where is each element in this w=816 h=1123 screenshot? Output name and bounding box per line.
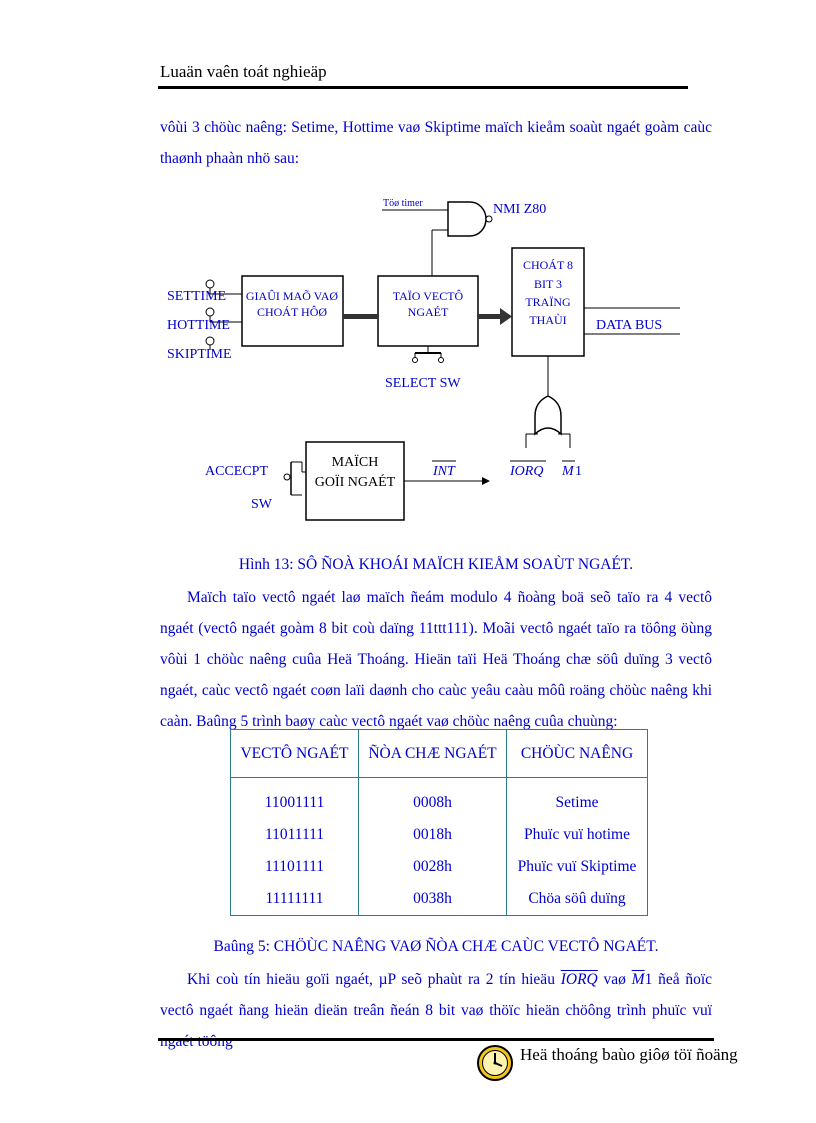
m1-letter: M [561,464,575,479]
footer-rule [158,1038,714,1041]
table-cell: 11011111 [230,819,359,851]
nand-gate [447,201,487,237]
closing-part2: ñeå ñoïc vectô ngaét ñang hieän dieän tr… [160,971,713,1050]
accept-sw-label: SW [251,497,273,512]
table-cell: 0038h [358,883,507,916]
table-cell: 0028h [358,851,507,883]
closing-paragraph: Khi coù tín hieäu goïi ngaét, µP seõ pha… [160,964,712,1057]
latch-line4: THAÙI [529,313,566,327]
footer-title: Heä thoáng baùo giôø töï ñoäng [520,1045,738,1064]
interrupt-call-block [305,441,405,521]
table-header-cell: ÑÒA CHÆ NGAÉT [358,729,507,778]
intro-text: vôùi 3 chöùc naêng: Setime, Hottime vaø … [160,119,712,167]
skiptime-label: SKIPTIME [167,347,232,362]
int-label: INT [432,464,456,479]
header-rule [158,86,688,89]
table-row: 11101111 0028h Phuïc vuï Skiptime [230,851,648,883]
table-row: 11011111 0018h Phuïc vuï hotime [230,819,648,851]
latch-line1: CHOÁT 8 [523,258,573,272]
nmi-label: NMI Z80 [493,202,546,217]
call-block-line1: MAÏCH [332,453,379,470]
table-row: 11111111 0038h Chöa söû duïng [230,883,648,916]
table-row: 11001111 0008h Setime [230,777,648,819]
vector-gen-line2: NGAÉT [408,305,449,319]
closing-vao: vaø [603,971,626,988]
table-cell: Phuïc vuï hotime [506,819,648,851]
vector-gen-line1: TAÏO VECTÔ [393,289,464,303]
vector-generator-block [377,275,479,347]
or-gate [534,395,562,436]
table-cell: 11111111 [230,883,359,916]
table-cell: 11101111 [230,851,359,883]
iorq-label: IORQ [509,464,543,479]
select-sw-label: SELECT SW [385,376,461,391]
decoder-latch-block [241,275,344,347]
page-header-title: Luaän vaên toát nghieäp [160,62,327,81]
table-cell: Setime [506,777,648,819]
m1-digit: 1 [575,464,582,479]
table-cell: 0018h [358,819,507,851]
hottime-label: HOTTIME [167,318,230,333]
table-header-cell: VECTÔ NGAÉT [230,729,359,778]
call-block-line2: GOÏI NGAÉT [315,473,396,490]
decoder-line2: CHOÁT HÔØ [257,305,327,319]
table-caption: Baûng 5: CHÖÙC NAÊNG VAØ ÑÒA CHÆ CAÙC VE… [213,938,659,955]
closing-text: Khi coù tín hieäu goïi ngaét, µP seõ pha… [160,964,712,1057]
vector-to-latch-bus [478,314,500,319]
table-cell: Phuïc vuï Skiptime [506,851,648,883]
interrupt-vector-table: VECTÔ NGAÉT ÑÒA CHÆ NGAÉT CHÖÙC NAÊNG 11… [230,729,648,916]
table-header-row: VECTÔ NGAÉT ÑÒA CHÆ NGAÉT CHÖÙC NAÊNG [230,729,648,778]
clock-icon [477,1045,513,1081]
latch-line2: BIT 3 [534,277,562,291]
table-cell: 0008h [358,777,507,819]
closing-part1: Khi coù tín hieäu goïi ngaét, µP seõ pha… [187,971,555,988]
latch-line3: TRAÏNG [525,295,571,309]
closing-m1-digit: 1 [644,971,653,988]
body-paragraph: Maïch taïo vectô ngaét laø maïch ñeám mo… [160,582,712,737]
closing-iorq: IORQ [560,971,598,988]
table-cell: 11001111 [230,777,359,819]
interrupt-block-diagram: Töø timer NMI Z80 GIAÛI MAÕ VAØ CHOÁT HÔ… [167,198,680,521]
tristate-latch-block [511,247,585,357]
figure-caption: Hình 13: SÔ ÑOÀ KHOÁI MAÏCH KIEÅM SOAÙT … [238,556,634,573]
timer-label: Töø timer [383,198,423,209]
body-text: Maïch taïo vectô ngaét laø maïch ñeám mo… [160,589,712,730]
data-bus-label: DATA BUS [596,318,662,333]
decoder-to-vector-bus [343,314,378,319]
table-cell: Chöa söû duïng [506,883,648,916]
closing-m1-letter: M [631,971,645,988]
settime-label: SETTIME [167,289,226,304]
decoder-line1: GIAÛI MAÕ VAØ [246,289,339,303]
intro-paragraph: vôùi 3 chöùc naêng: Setime, Hottime vaø … [160,112,712,174]
table-header-cell: CHÖÙC NAÊNG [506,729,648,778]
accecpt-label: ACCECPT [205,464,268,479]
